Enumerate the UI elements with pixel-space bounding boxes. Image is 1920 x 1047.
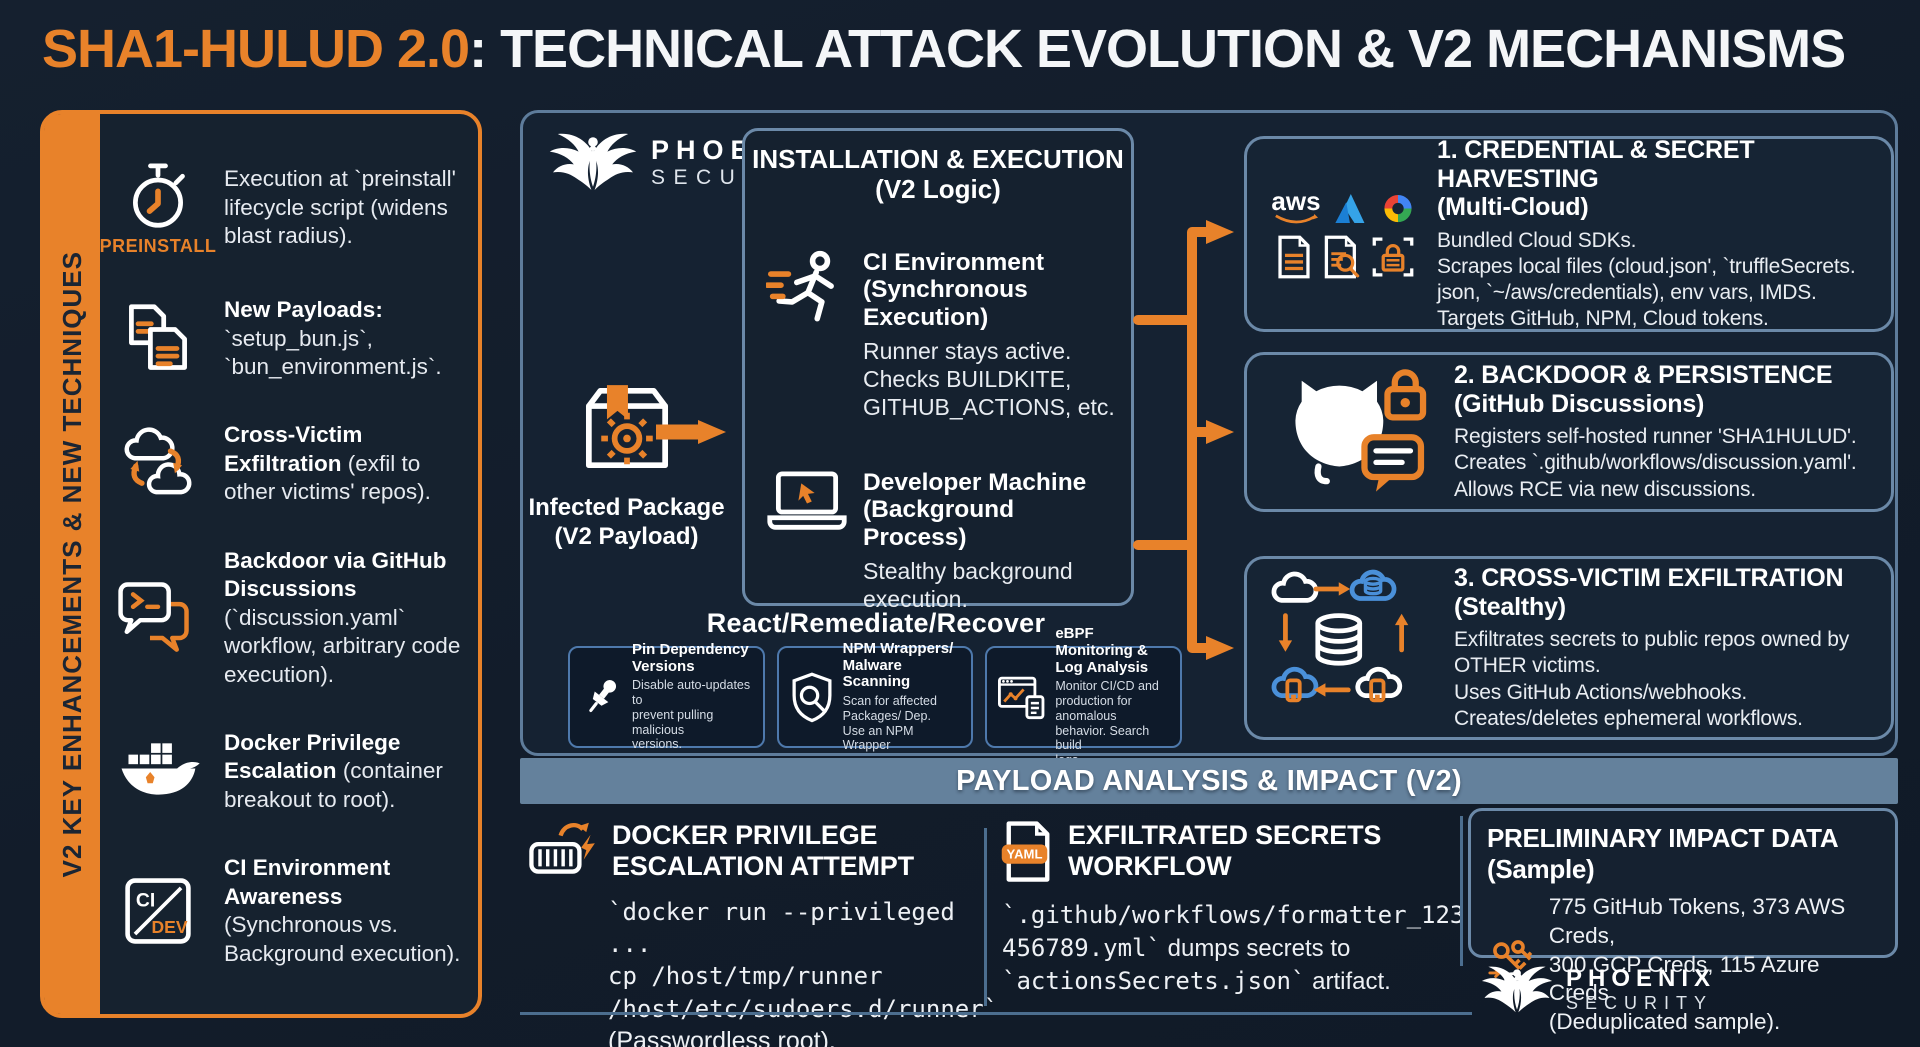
aws-logo-icon: aws — [1271, 188, 1321, 226]
phoenix-bird-icon — [1481, 966, 1553, 1013]
developer-machine-heading: Developer Machine (Background Process) — [863, 469, 1087, 551]
list-item-preinstall: PREINSTALL Execution at `preinstall' lif… — [100, 160, 468, 257]
ci-environment-block: CI Environment (Synchronous Execution) R… — [761, 249, 1121, 421]
remediate-heading: React/Remediate/Recover — [706, 608, 1046, 638]
title-rest: : TECHNICAL ATTACK EVOLUTION & V2 MECHAN… — [469, 19, 1846, 79]
yaml-file-icon: YAML — [1001, 821, 1050, 882]
remediate-box-ebpf-monitoring: eBPF Monitoring & Log Analysis Monitor C… — [985, 625, 1183, 767]
installation-panel-title: INSTALLATION & EXECUTION (V2 Logic) — [752, 144, 1124, 204]
phoenix-logo-bottom: PHOENIX SECURITY — [1478, 960, 1716, 1019]
remediate-box-body: Monitor CI/CD and production for anomalo… — [1055, 679, 1159, 767]
sidebar-vertical-label: V2 KEY ENHANCEMENTS & NEW TECHNIQUES — [56, 250, 87, 878]
stage-title: 3. CROSS-VICTIM EXFILTRATION (Stealthy) — [1454, 564, 1844, 621]
ci-dev-icon: CI DEV — [104, 876, 212, 946]
remediate-box-body: Disable auto-updates to prevent pulling … — [632, 678, 751, 752]
list-item-text: Docker Privilege Escalation (container b… — [224, 729, 443, 813]
ci-environment-body: Runner stays active. Checks BUILDKITE, G… — [863, 338, 1115, 421]
brand-name: PHOENIX — [1566, 965, 1717, 992]
list-item-docker-privesc: Docker Privilege Escalation (container b… — [104, 729, 468, 815]
pushpin-icon — [580, 674, 624, 720]
svg-text:YAML: YAML — [1007, 847, 1043, 862]
remediate-box-pin-versions: Pin Dependency Versions Disable auto-upd… — [568, 641, 765, 751]
list-item-text: Backdoor via GitHub Discussions (`discus… — [224, 547, 461, 687]
payload-analysis-bar: PAYLOAD ANALYSIS & IMPACT (V2) — [520, 758, 1898, 804]
preinstall-caption: PREINSTALL — [99, 235, 217, 256]
remediate-row: Pin Dependency Versions Disable auto-upd… — [568, 625, 1183, 767]
sidebar-v2-enhancements: V2 KEY ENHANCEMENTS & NEW TECHNIQUES PRE… — [40, 110, 482, 1018]
remediate-box-title: Pin Dependency Versions — [632, 640, 749, 675]
stopwatch-icon: PREINSTALL — [100, 160, 216, 257]
bottom-border-line — [520, 1012, 1472, 1015]
docker-code: `docker run --privileged ... cp /host/tm… — [608, 898, 999, 1023]
list-item-backdoor: Backdoor via GitHub Discussions (`discus… — [104, 547, 468, 690]
list-item-text: Execution at `preinstall' lifecycle scri… — [224, 166, 456, 249]
stage-cross-victim-exfiltration: 3. CROSS-VICTIM EXFILTRATION (Stealthy) … — [1244, 556, 1894, 740]
exfiltrated-secrets-section: YAML EXFILTRATED SECRETS WORKFLOW `.gith… — [1000, 820, 1465, 998]
list-item-text: CI Environment Awareness (Synchronous vs… — [224, 855, 461, 966]
laptop-cursor-icon — [761, 469, 853, 536]
docker-whale-icon — [104, 739, 212, 805]
phoenix-bird-icon — [549, 133, 637, 190]
remediate-box-body: Scan for affected Packages/ Dep. Use an … — [842, 694, 937, 753]
gcp-logo-icon — [1384, 194, 1412, 222]
stage-title: 2. BACKDOOR & PERSISTENCE (GitHub Discus… — [1454, 361, 1833, 418]
running-person-icon — [761, 249, 853, 327]
sidebar-items: PREINSTALL Execution at `preinstall' lif… — [100, 120, 468, 1008]
infected-package-label: Infected Package (V2 Payload) — [528, 494, 725, 550]
title-highlight: SHA1-HULUD 2.0 — [42, 19, 470, 79]
docker-escalation-section: DOCKER PRIVILEGE ESCALATION ATTEMPT `doc… — [528, 820, 999, 1047]
azure-logo-icon — [1334, 193, 1365, 223]
installation-execution-panel: INSTALLATION & EXECUTION (V2 Logic) — [742, 128, 1134, 612]
bottom-divider-2 — [1460, 816, 1463, 966]
document-icon — [1278, 235, 1310, 278]
document-search-icon — [1324, 235, 1360, 278]
multi-cloud-icons: aws — [1261, 188, 1429, 280]
lock-scan-icon — [1372, 236, 1414, 277]
docker-section-title: DOCKER PRIVILEGE ESCALATION ATTEMPT — [612, 820, 914, 882]
documents-icon — [104, 299, 212, 379]
list-item-text: Cross-Victim Exfiltration (exfil to othe… — [224, 422, 431, 505]
remediate-box-title: eBPF Monitoring & Log Analysis — [1055, 625, 1149, 676]
sidebar-vertical-banner: V2 KEY ENHANCEMENTS & NEW TECHNIQUES — [44, 114, 100, 1014]
stage-credential-harvesting: aws — [1244, 136, 1894, 332]
page-title: SHA1-HULUD 2.0: TECHNICAL ATTACK EVOLUTI… — [42, 18, 1846, 80]
impact-title: PRELIMINARY IMPACT DATA (Sample) — [1487, 823, 1838, 884]
stage-body: Registers self-hosted runner 'SHA1HULUD'… — [1454, 425, 1857, 501]
remediate-box-title: NPM Wrappers/ Malware Scanning — [842, 639, 954, 691]
cloud-sync-icon — [104, 426, 212, 503]
github-lock-discussion-icons — [1261, 364, 1446, 500]
ci-environment-heading: CI Environment (Synchronous Execution) — [863, 249, 1045, 331]
developer-machine-body: Stealthy background execution. — [863, 558, 1073, 613]
container-escape-icon — [529, 822, 595, 874]
chat-terminal-icon — [104, 579, 212, 656]
list-item-text: New Payloads: `setup_bun.js`, `bun_envir… — [224, 297, 442, 380]
stage-backdoor-persistence: 2. BACKDOOR & PERSISTENCE (GitHub Discus… — [1244, 352, 1894, 512]
stage-title: 1. CREDENTIAL & SECRET HARVESTING (Multi… — [1437, 136, 1755, 222]
stage-body: Exfiltrates secrets to public repos owne… — [1454, 628, 1850, 730]
remediate-box-npm-scanning: NPM Wrappers/ Malware Scanning Scan for … — [776, 640, 974, 752]
infected-package-node: Infected Package (V2 Payload) — [524, 366, 729, 552]
stage-body: Bundled Cloud SDKs. Scrapes local files … — [1437, 228, 1856, 330]
list-item-new-payloads: New Payloads: `setup_bun.js`, `bun_envir… — [104, 296, 468, 382]
bottom-divider-1 — [984, 828, 987, 1006]
impact-data-section: PRELIMINARY IMPACT DATA (Sample) 775 Git… — [1468, 808, 1898, 1034]
docker-note: (Passwordless root). — [608, 1026, 836, 1047]
svg-text:CI: CI — [136, 890, 155, 912]
list-item-cross-victim: Cross-Victim Exfiltration (exfil to othe… — [104, 421, 468, 507]
list-item-ci-awareness: CI DEV CI Environment Awareness (Synchro… — [104, 854, 468, 968]
impact-body: 775 GitHub Tokens, 373 AWS Creds, 300 GC… — [1548, 894, 1846, 1035]
brand-subname: SECURITY — [1566, 993, 1714, 1013]
svg-text:DEV: DEV — [152, 917, 188, 937]
secrets-code: `.github/workflows/formatter_123 456789.… — [1002, 901, 1465, 996]
shield-scan-icon — [789, 671, 835, 723]
developer-machine-block: Developer Machine (Background Process) S… — [761, 469, 1121, 613]
cloud-db-exfil-icons — [1261, 568, 1446, 728]
secrets-section-title: EXFILTRATED SECRETS WORKFLOW — [1068, 820, 1382, 882]
package-gear-icon — [585, 385, 668, 469]
payload-bar-title: PAYLOAD ANALYSIS & IMPACT (V2) — [956, 764, 1462, 797]
ebpf-monitor-icon — [997, 674, 1047, 721]
